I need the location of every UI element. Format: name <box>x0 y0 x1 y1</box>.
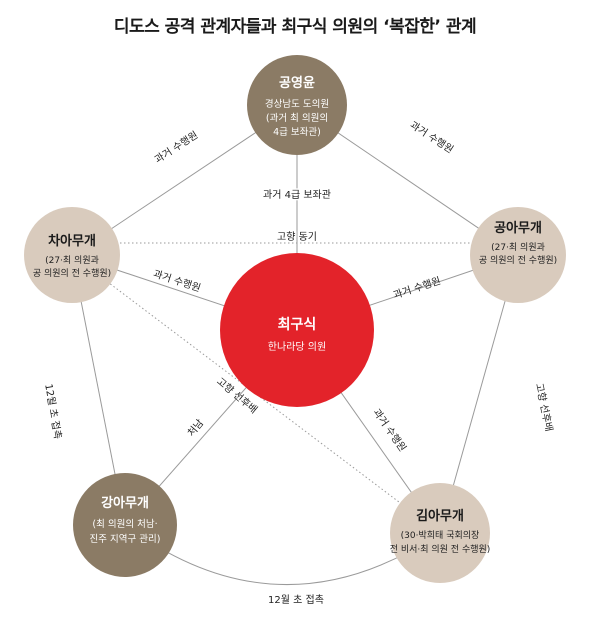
cha-a-desc-2: 공 의원의 전 수행원) <box>33 267 111 279</box>
gong-young-yoon-desc-3: 4급 보좌관) <box>273 127 321 138</box>
kim-a-name: 김아무개 <box>416 508 464 524</box>
kang-a-desc-1: (최 의원의 처남· <box>92 518 157 530</box>
edge-label-cha-kang: 12월 초 접촉 <box>42 383 64 440</box>
edge-label-gonga-kim: 고향 선후배 <box>533 382 555 433</box>
edge-label-choi-kim: 과거 수행원 <box>370 407 408 454</box>
gong-young-yoon-desc-1: 경상남도 도의원 <box>265 98 329 110</box>
node-gong-young-yoon <box>247 55 347 155</box>
node-kang-a <box>73 473 177 577</box>
page-title: 디도스 공격 관계자들과 최구식 의원의 ‘복잡한’ 관계 <box>113 17 477 37</box>
kang-a-name: 강아무개 <box>101 495 149 511</box>
node-kim-a <box>390 483 490 583</box>
node-gong-a <box>470 207 566 303</box>
gong-a-name: 공아무개 <box>494 220 542 236</box>
edge-label-gong-choi: 과거 4급 보좌관 <box>263 189 331 201</box>
edge-label-kang-choi: 처남 <box>185 417 206 439</box>
edge-cha-kim <box>71 254 441 534</box>
cha-a-name: 차아무개 <box>48 233 96 249</box>
edge-label-gong-gonga: 과거 수행원 <box>408 119 456 156</box>
kim-a-desc-2: 전 비서·최 의원 전 수행원) <box>390 543 491 555</box>
edge-label-gonga-choi: 과거 수행원 <box>392 275 442 302</box>
choi-gu-sik-name: 최구식 <box>278 317 317 333</box>
choi-gu-sik-desc: 한나라당 의원 <box>268 341 326 353</box>
edge-label-gong-cha: 과거 수행원 <box>152 129 200 166</box>
edge-label-kang-kim: 12월 초 접촉 <box>268 594 324 606</box>
gong-a-desc-2: 공 의원의 전 수행원) <box>479 254 557 266</box>
cha-a-desc-1: (27·최 의원과 <box>45 255 99 266</box>
edge-label-cha-gonga: 고향 동기 <box>277 231 317 243</box>
gong-young-yoon-name: 공영윤 <box>279 76 315 91</box>
node-choi-gu-sik <box>220 253 374 407</box>
gong-a-desc-1: (27·최 의원과 <box>491 242 545 253</box>
node-cha-a <box>24 207 120 303</box>
gong-young-yoon-desc-2: (과거 최 의원의 <box>266 113 328 124</box>
kim-a-desc-1: (30·박희태 국회의장 <box>401 529 480 541</box>
kang-a-desc-2: 진주 지역구 관리) <box>90 534 161 545</box>
